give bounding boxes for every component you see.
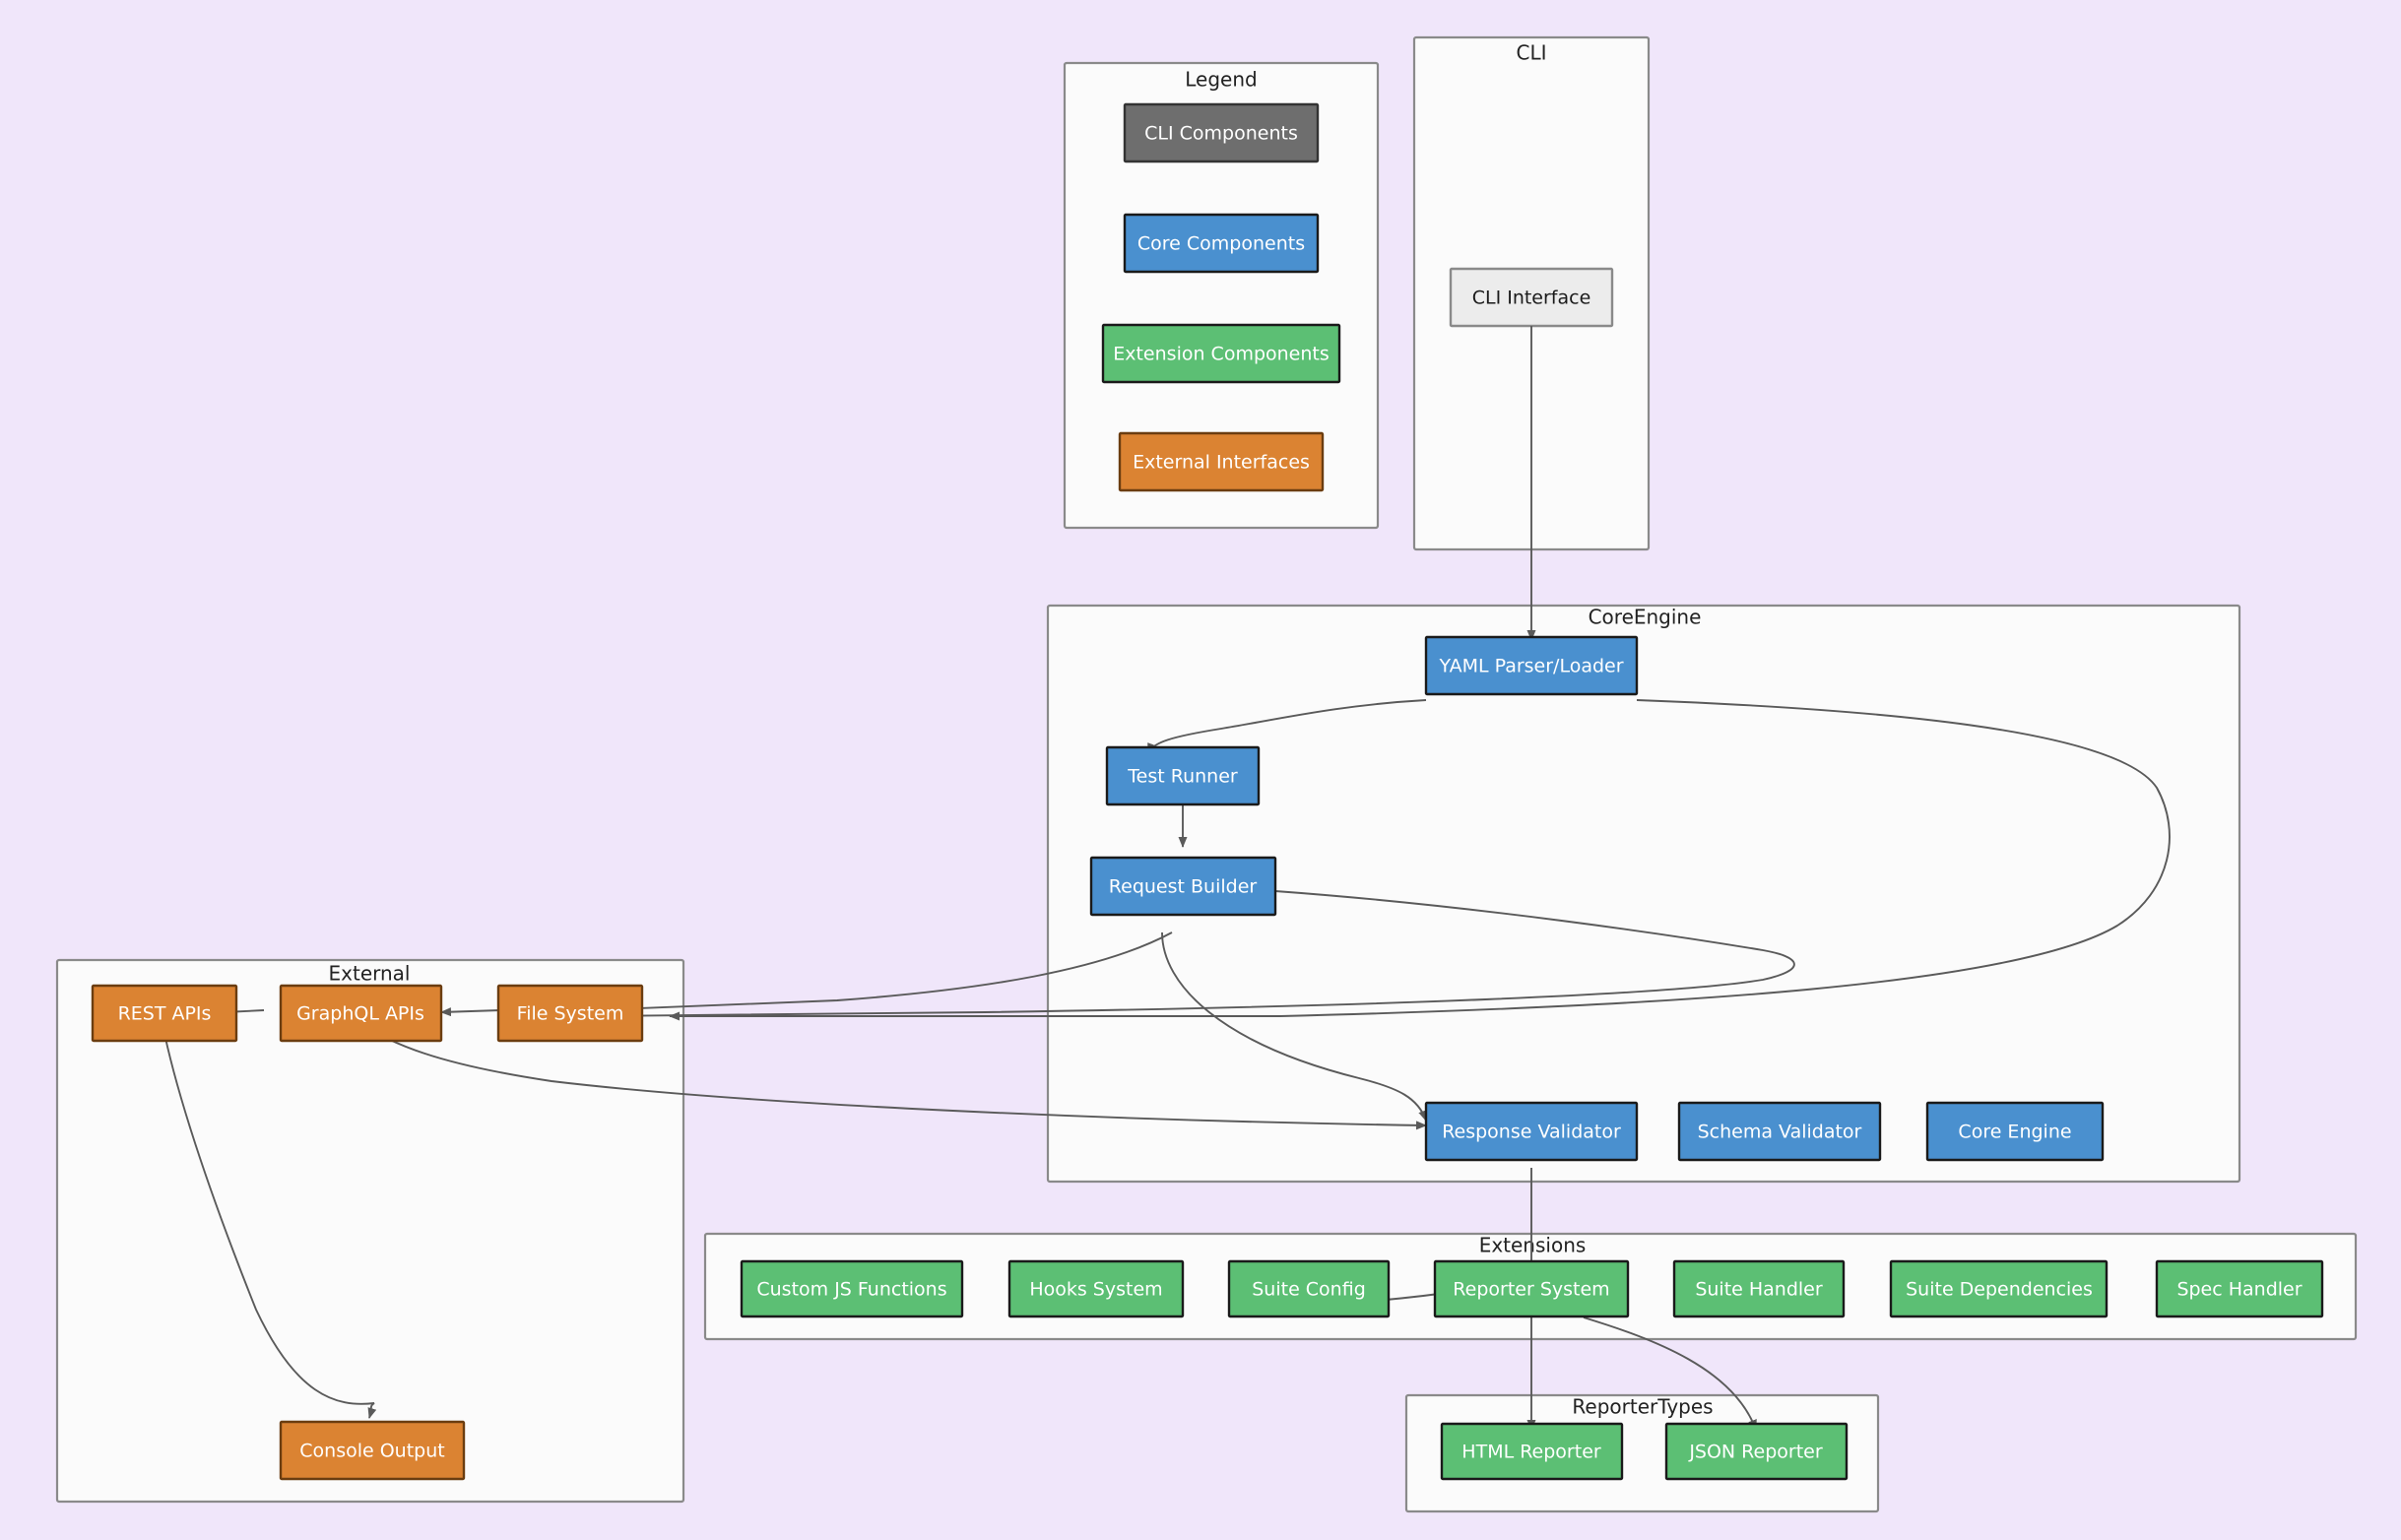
edge-rest-apis-to-console-output (162, 1023, 377, 1419)
core-engine-box[interactable] (1925, 1101, 2105, 1162)
external-cluster-box (55, 958, 685, 1504)
edge-layer (162, 326, 2171, 1431)
edge-yaml-parser-to-file-system (669, 699, 2171, 1021)
edge-reporter-system-to-json-reporter (1583, 1316, 1757, 1431)
custom-js-label: Custom JS Functions (756, 1279, 946, 1301)
legend-swatch-external (1118, 431, 1325, 492)
node-schema-validator[interactable]: Schema Validator (1677, 1101, 1882, 1162)
suite-handler-box[interactable] (1672, 1259, 1846, 1318)
spec-handler-box[interactable] (2155, 1259, 2324, 1318)
node-rest-apis[interactable]: REST APIs (91, 984, 238, 1043)
response-validator-box[interactable] (1424, 1101, 1639, 1162)
suite-dependencies-box[interactable] (1889, 1259, 2109, 1318)
rest-apis-label: REST APIs (118, 1003, 212, 1025)
legend-item-cli-components: CLI Components (1123, 102, 1320, 163)
schema-validator-label: Schema Validator (1698, 1122, 1862, 1143)
test-runner-box[interactable] (1105, 745, 1261, 806)
suite-config-label: Suite Config (1252, 1279, 1366, 1301)
cli-interface-label: CLI Interface (1472, 288, 1591, 309)
reporter-system-label: Reporter System (1453, 1279, 1609, 1301)
suite-config-box[interactable] (1227, 1259, 1391, 1318)
console-output-label: Console Output (299, 1441, 444, 1462)
legend-label-core: Core Components (1137, 233, 1305, 255)
console-output-box[interactable] (279, 1420, 466, 1481)
request-builder-label: Request Builder (1109, 876, 1258, 898)
edge-request-builder-to-graphql-apis (590, 890, 1795, 1021)
edge-yaml-parser-to-test-runner (1147, 699, 1427, 754)
legend-swatch-extension (1101, 323, 1341, 384)
legend-item-core-components: Core Components (1123, 213, 1320, 274)
file-system-box[interactable] (496, 984, 644, 1043)
node-response-validator[interactable]: Response Validator (1424, 1101, 1639, 1162)
legend-swatch-core (1123, 213, 1320, 274)
cluster-coreengine: CoreEngine (1046, 604, 2241, 1184)
suite-handler-label: Suite Handler (1695, 1279, 1823, 1301)
edge-request-builder-to-rest-apis (590, 931, 1173, 1015)
legend-label-cli: CLI Components (1144, 123, 1298, 145)
node-suite-dependencies[interactable]: Suite Dependencies (1889, 1259, 2109, 1318)
node-file-system[interactable]: File System (496, 984, 644, 1043)
schema-validator-box[interactable] (1677, 1101, 1882, 1162)
edge-file-system-to-graphql-apis (440, 1007, 501, 1017)
coreengine-cluster-title: CoreEngine (1589, 606, 1702, 629)
legend-item-external-interfaces: External Interfaces (1118, 431, 1325, 492)
node-request-builder[interactable]: Request Builder (1089, 856, 1277, 917)
hooks-system-label: Hooks System (1029, 1279, 1162, 1301)
node-spec-handler[interactable]: Spec Handler (2155, 1259, 2324, 1318)
yaml-parser-box[interactable] (1424, 635, 1639, 696)
node-reporter-system[interactable]: Reporter System (1433, 1259, 1630, 1318)
cli-cluster-title: CLI (1516, 41, 1546, 65)
node-custom-js-functions[interactable]: Custom JS Functions (740, 1259, 964, 1318)
reporter-system-box[interactable] (1433, 1259, 1630, 1318)
request-builder-box[interactable] (1089, 856, 1277, 917)
edge-request-builder-to-response-validator (1161, 931, 1427, 1122)
extensions-cluster-title: Extensions (1479, 1234, 1587, 1257)
node-graphql-apis[interactable]: GraphQL APIs (279, 984, 443, 1043)
json-reporter-box[interactable] (1664, 1422, 1849, 1481)
rest-apis-box[interactable] (91, 984, 238, 1043)
node-html-reporter[interactable]: HTML Reporter (1440, 1422, 1624, 1481)
legend-item-extension-components: Extension Components (1101, 323, 1341, 384)
node-suite-config[interactable]: Suite Config (1227, 1259, 1391, 1318)
custom-js-box[interactable] (740, 1259, 964, 1318)
legend-label-extension: Extension Components (1113, 344, 1330, 365)
legend-swatch-cli (1123, 102, 1320, 163)
graphql-apis-box[interactable] (279, 984, 443, 1043)
node-cli-interface[interactable]: CLI Interface (1449, 267, 1614, 328)
legend-label-external: External Interfaces (1133, 452, 1310, 474)
hooks-system-box[interactable] (1007, 1259, 1185, 1318)
node-yaml-parser[interactable]: YAML Parser/Loader (1424, 635, 1639, 696)
core-engine-label: Core Engine (1958, 1122, 2071, 1143)
yaml-parser-label: YAML Parser/Loader (1438, 656, 1623, 677)
node-json-reporter[interactable]: JSON Reporter (1664, 1422, 1849, 1481)
coreengine-cluster-box (1046, 604, 2241, 1184)
spec-handler-label: Spec Handler (2176, 1279, 2302, 1301)
response-validator-label: Response Validator (1442, 1122, 1621, 1143)
graphql-apis-label: GraphQL APIs (296, 1003, 424, 1025)
node-hooks-system[interactable]: Hooks System (1007, 1259, 1185, 1318)
node-test-runner[interactable]: Test Runner (1105, 745, 1261, 806)
cluster-external: External (55, 958, 685, 1504)
file-system-label: File System (517, 1003, 624, 1025)
external-cluster-title: External (329, 962, 411, 986)
cluster-legend: Legend (1063, 61, 1380, 530)
html-reporter-box[interactable] (1440, 1422, 1624, 1481)
node-core-engine[interactable]: Core Engine (1925, 1101, 2105, 1162)
legend-cluster-box (1063, 61, 1380, 530)
node-suite-handler[interactable]: Suite Handler (1672, 1259, 1846, 1318)
suite-dependencies-label: Suite Dependencies (1906, 1279, 2093, 1301)
json-reporter-label: JSON Reporter (1688, 1442, 1823, 1463)
legend-cluster-title: Legend (1185, 68, 1257, 92)
test-runner-label: Test Runner (1127, 766, 1238, 788)
reportertypes-cluster-title: ReporterTypes (1572, 1395, 1713, 1419)
edge-graphql-apis-to-response-validator (359, 1023, 1427, 1130)
html-reporter-label: HTML Reporter (1461, 1442, 1601, 1463)
node-console-output[interactable]: Console Output (279, 1420, 466, 1481)
